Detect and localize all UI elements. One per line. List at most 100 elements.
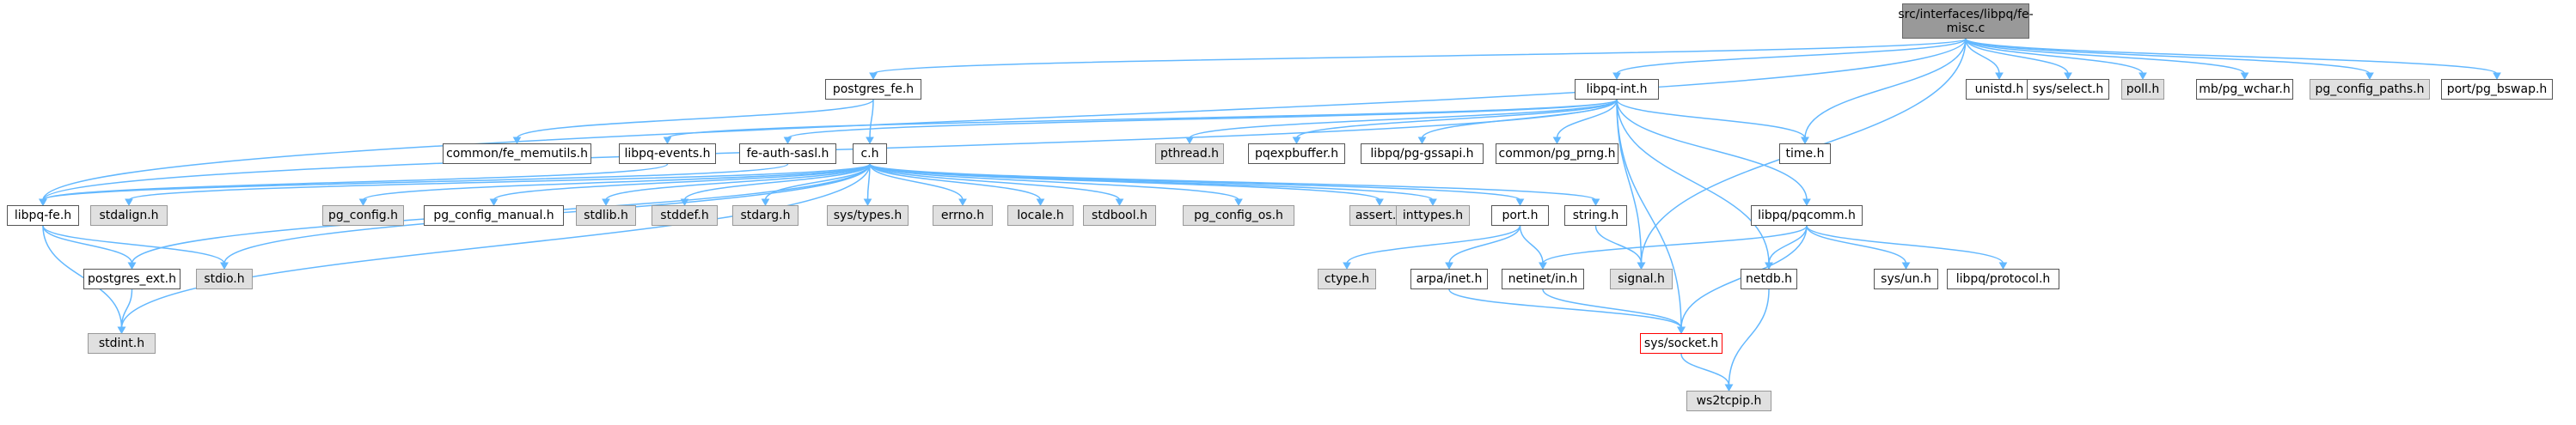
- node-sys-types[interactable]: sys/types.h: [827, 205, 909, 226]
- node-signal[interactable]: signal.h: [1610, 269, 1673, 289]
- node-sys-un[interactable]: sys/un.h: [1874, 269, 1938, 289]
- node-label: pg_config.h: [328, 209, 398, 222]
- node-libpq-int[interactable]: libpq-int.h: [1575, 79, 1659, 100]
- node-stdint[interactable]: stdint.h: [88, 333, 156, 354]
- node-port[interactable]: port.h: [1491, 205, 1549, 226]
- node-postgres_ext[interactable]: postgres_ext.h: [83, 269, 181, 289]
- node-inttypes[interactable]: inttypes.h: [1396, 205, 1470, 226]
- node-label: netdb.h: [1745, 272, 1793, 286]
- node-label: c.h: [860, 147, 879, 161]
- node-netdb[interactable]: netdb.h: [1741, 269, 1797, 289]
- node-label: libpq/pg-gssapi.h: [1370, 147, 1474, 161]
- node-label: ws2tcpip.h: [1696, 394, 1762, 408]
- node-ctype[interactable]: ctype.h: [1318, 269, 1376, 289]
- node-stdio[interactable]: stdio.h: [196, 269, 253, 289]
- arrowhead-fe-auth-sasl-to-libpq-fe: [39, 198, 47, 207]
- node-netinet-in[interactable]: netinet/in.h: [1502, 269, 1584, 289]
- edge-postgres_fe-to-common-fe_memutils: [516, 99, 874, 139]
- edge-c-to-stdbool: [869, 163, 1121, 201]
- edge-libpq-fe-to-postgres_ext: [42, 225, 133, 264]
- arrowhead-fe-misc-to-libpq-int: [1612, 72, 1621, 81]
- node-pqexpbuffer[interactable]: pqexpbuffer.h: [1248, 143, 1345, 164]
- node-label: port.h: [1502, 209, 1539, 222]
- edge-c-to-pg_config_manual: [493, 163, 871, 201]
- arrowhead-c-to-inttypes: [1429, 198, 1437, 207]
- edge-netinet-in-to-sys-socket: [1542, 288, 1682, 329]
- node-stdlib[interactable]: stdlib.h: [576, 205, 636, 226]
- node-fe-misc[interactable]: src/interfaces/libpq/fe-misc.c: [1898, 3, 2034, 39]
- node-libpq-fe[interactable]: libpq-fe.h: [7, 205, 79, 226]
- node-errno[interactable]: errno.h: [933, 205, 993, 226]
- edge-sys-socket-to-ws2tcpip: [1680, 353, 1730, 386]
- node-string[interactable]: string.h: [1564, 205, 1627, 226]
- edge-libpq-pqcomm-to-netdb: [1768, 225, 1808, 264]
- edge-netdb-to-ws2tcpip: [1728, 288, 1770, 386]
- node-poll[interactable]: poll.h: [2121, 79, 2164, 100]
- edge-c-to-stdarg: [764, 163, 871, 201]
- edge-c-to-locale: [869, 163, 1042, 201]
- arrowhead-libpq-int-to-libpq-pg-gssapi: [1417, 137, 1427, 145]
- node-label: libpq-fe.h: [14, 209, 72, 222]
- node-label: locale.h: [1017, 209, 1064, 222]
- arrowhead-libpq-int-to-pthread: [1185, 137, 1194, 145]
- arrowhead-libpq-int-to-time: [1801, 137, 1809, 145]
- arrowhead-c-to-port: [1515, 198, 1525, 207]
- node-pg_config_os[interactable]: pg_config_os.h: [1183, 205, 1294, 226]
- node-label: postgres_ext.h: [88, 272, 176, 286]
- node-label: assert.h: [1355, 209, 1404, 222]
- node-libpq-pg-gssapi[interactable]: libpq/pg-gssapi.h: [1361, 143, 1484, 164]
- node-libpq-events[interactable]: libpq-events.h: [619, 143, 716, 164]
- node-label: signal.h: [1618, 272, 1665, 286]
- arrowhead-port-to-arpa-inet: [1445, 262, 1453, 270]
- node-label: stdalign.h: [99, 209, 159, 222]
- arrowhead-c-to-pg_config_os: [1234, 198, 1243, 207]
- node-ws2tcpip[interactable]: ws2tcpip.h: [1686, 391, 1771, 411]
- node-fe-auth-sasl[interactable]: fe-auth-sasl.h: [739, 143, 836, 164]
- node-mb-pg_wchar[interactable]: mb/pg_wchar.h: [2196, 79, 2293, 100]
- node-pthread[interactable]: pthread.h: [1155, 143, 1224, 164]
- node-time[interactable]: time.h: [1779, 143, 1831, 164]
- node-stddef[interactable]: stddef.h: [652, 205, 718, 226]
- node-pg_config_paths[interactable]: pg_config_paths.h: [2310, 79, 2430, 100]
- edge-c-to-assert: [869, 163, 1380, 201]
- node-label: stdlib.h: [584, 209, 628, 222]
- node-common-pg_prng[interactable]: common/pg_prng.h: [1496, 143, 1618, 164]
- node-port-pg_bswap[interactable]: port/pg_bswap.h: [2441, 79, 2553, 100]
- edge-libpq-int-to-libpq-events: [666, 99, 1618, 139]
- node-label: common/fe_memutils.h: [446, 147, 588, 161]
- node-unistd[interactable]: unistd.h: [1966, 79, 2033, 100]
- edge-arpa-inet-to-sys-socket: [1448, 288, 1682, 329]
- edge-libpq-int-to-pqexpbuffer: [1295, 99, 1618, 139]
- node-pg_config[interactable]: pg_config.h: [322, 205, 404, 226]
- edge-libpq-int-to-sys-socket: [1616, 99, 1682, 329]
- node-locale[interactable]: locale.h: [1007, 205, 1074, 226]
- node-libpq-pqcomm[interactable]: libpq/pqcomm.h: [1751, 205, 1863, 226]
- edge-c-to-string: [869, 163, 1597, 201]
- node-sys-select[interactable]: sys/select.h: [2027, 79, 2109, 100]
- edge-c-to-port: [869, 163, 1521, 201]
- node-stdbool[interactable]: stdbool.h: [1083, 205, 1156, 226]
- arrowhead-c-to-stdbool: [1115, 198, 1124, 207]
- arrowhead-c-to-pg_config_manual: [489, 198, 499, 207]
- node-label: pg_config_os.h: [1194, 209, 1283, 222]
- node-pg_config_manual[interactable]: pg_config_manual.h: [424, 205, 564, 226]
- node-common-fe_memutils[interactable]: common/fe_memutils.h: [443, 143, 591, 164]
- arrowhead-postgres_fe-to-common-fe_memutils: [512, 137, 522, 145]
- node-label: postgres_fe.h: [832, 82, 915, 96]
- arrowhead-libpq-int-to-common-pg_prng: [1552, 137, 1562, 145]
- arrowhead-postgres_ext-to-stdint: [117, 326, 126, 335]
- node-postgres_fe[interactable]: postgres_fe.h: [825, 79, 921, 100]
- node-stdarg[interactable]: stdarg.h: [732, 205, 798, 226]
- arrowhead-port-to-ctype: [1343, 262, 1351, 270]
- node-c[interactable]: c.h: [853, 143, 887, 164]
- arrowhead-sys-socket-to-ws2tcpip: [1724, 384, 1734, 392]
- edge-libpq-pqcomm-to-libpq-protocol: [1806, 225, 2004, 264]
- node-arpa-inet[interactable]: arpa/inet.h: [1410, 269, 1488, 289]
- node-label: ctype.h: [1324, 272, 1370, 286]
- edge-port-to-ctype: [1346, 225, 1521, 264]
- node-label: time.h: [1785, 147, 1825, 161]
- node-libpq-protocol[interactable]: libpq/protocol.h: [1947, 269, 2059, 289]
- node-stdalign[interactable]: stdalign.h: [90, 205, 168, 226]
- node-sys-socket[interactable]: sys/socket.h: [1640, 333, 1722, 354]
